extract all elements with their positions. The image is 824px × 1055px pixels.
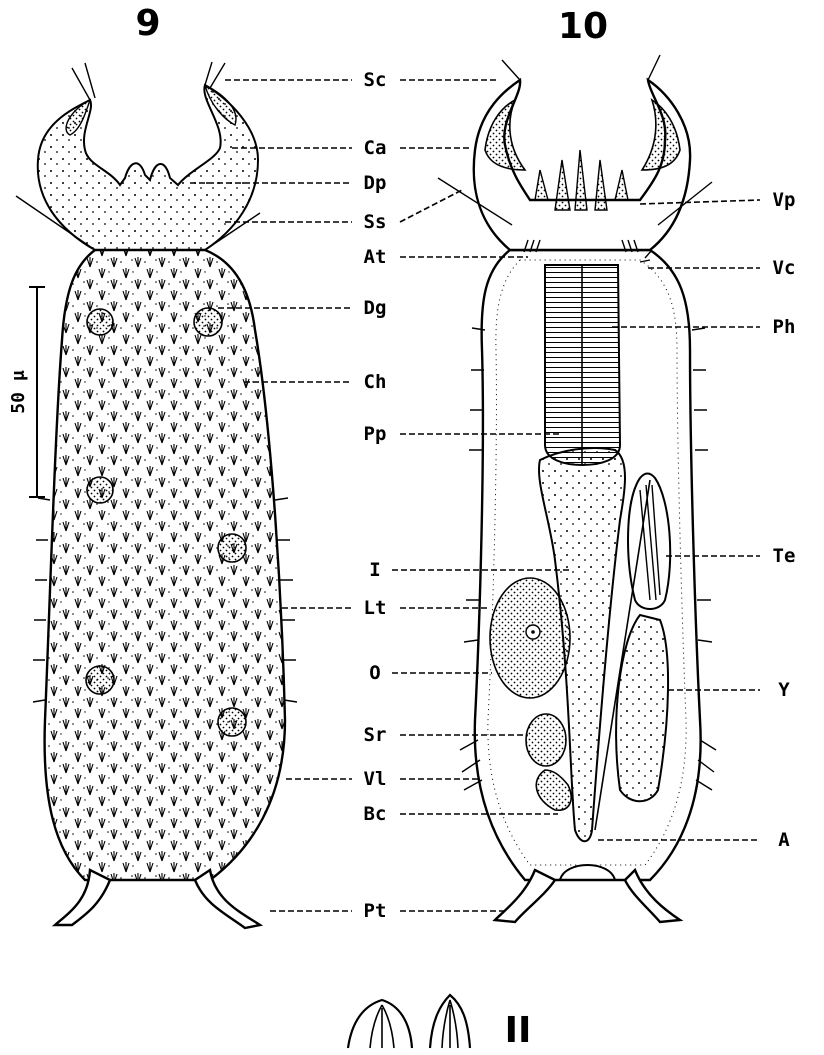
leader-line [400, 190, 462, 222]
label-a: A [778, 829, 790, 851]
label-pp: Pp [364, 423, 387, 445]
label-y: Y [778, 679, 790, 701]
label-i: I [369, 559, 380, 581]
spine-cluster-inner [442, 1000, 458, 1048]
label-vl: Vl [364, 768, 387, 790]
label-ph: Ph [773, 316, 796, 338]
label-at: At [364, 246, 387, 268]
figure-number-9: 9 [135, 3, 160, 44]
label-ch: Ch [364, 371, 387, 393]
scale-bar-label: 50 μ [8, 370, 29, 414]
gland [86, 666, 114, 694]
label-o: O [369, 662, 380, 684]
trunk-scales [45, 250, 285, 880]
label-sc: Sc [364, 69, 387, 91]
ovary-nucleolus [531, 630, 535, 634]
label-ss: Ss [364, 211, 387, 233]
gland [194, 308, 222, 336]
organism-ventral-view [438, 55, 716, 922]
label-sr: Sr [364, 724, 387, 746]
organism-dorsal-view [16, 62, 297, 928]
label-vp: Vp [773, 189, 796, 211]
label-dg: Dg [364, 297, 387, 319]
gland [218, 708, 246, 736]
seminal-receptacle [526, 714, 566, 766]
figure-number-10: 10 [558, 6, 608, 47]
figure-number-11: II [505, 1010, 532, 1051]
gland [218, 534, 246, 562]
label-lt: Lt [364, 597, 387, 619]
posterior-toe-right [195, 870, 260, 928]
cirri [502, 55, 660, 80]
label-te: Te [773, 545, 796, 567]
gland [87, 309, 113, 335]
cirri [72, 62, 225, 100]
label-ca: Ca [364, 137, 387, 159]
label-vc: Vc [773, 257, 796, 279]
label-pt: Pt [364, 900, 387, 922]
spine-cluster-inner [370, 1005, 394, 1048]
label-dp: Dp [364, 172, 387, 194]
figure-11-spine-detail [348, 995, 470, 1048]
gland [87, 477, 113, 503]
label-bc: Bc [364, 803, 387, 825]
